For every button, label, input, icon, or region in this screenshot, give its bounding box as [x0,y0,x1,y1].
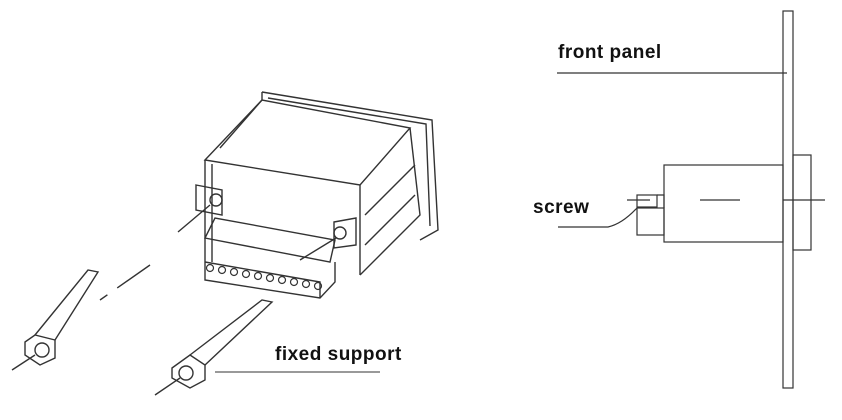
screw-leader [558,207,638,228]
mounting-screws [99,184,357,301]
terminal-block [203,217,336,299]
fixed-support-label: fixed support [275,344,402,365]
fixed-support-left [11,269,100,371]
side-view [557,10,825,389]
meter-bezel [792,154,812,251]
fixed-support-right [154,299,380,396]
meter-housing [663,164,784,243]
front-panel-label: front panel [558,42,662,63]
screw-label: screw [533,197,590,218]
